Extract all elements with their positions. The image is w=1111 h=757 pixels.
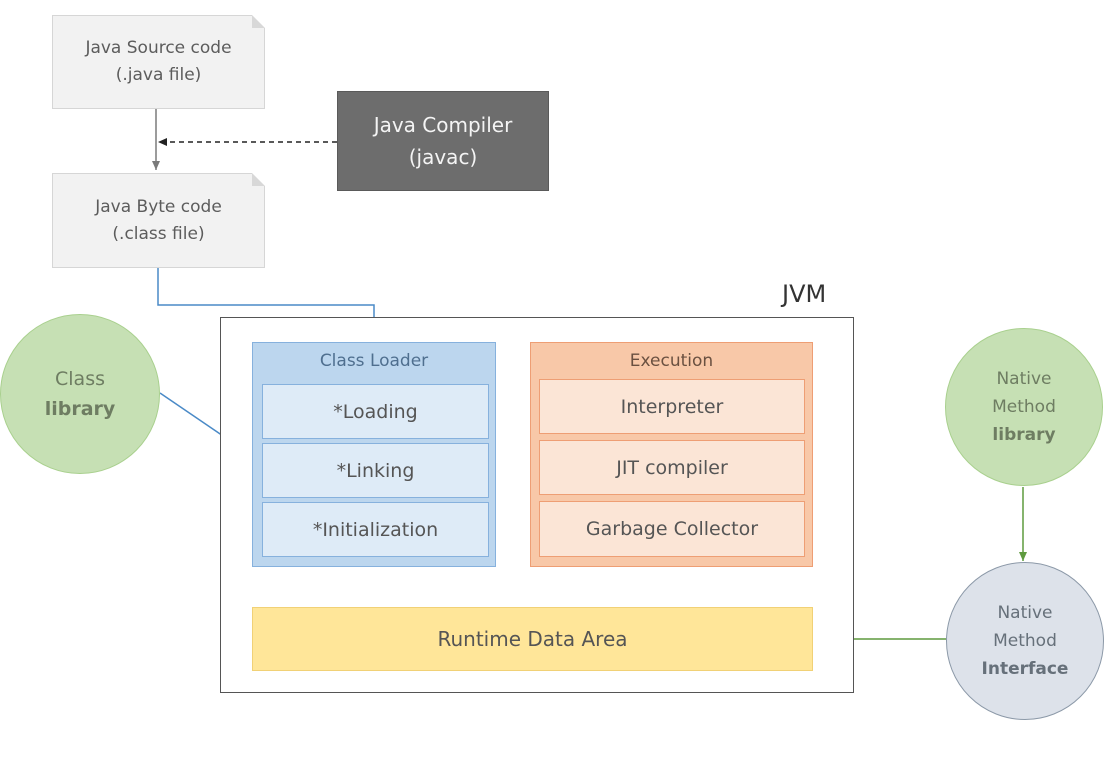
execution-interpreter: Interpreter — [539, 379, 805, 434]
page-fold-icon — [252, 15, 265, 28]
native-method-interface-line1: Native — [997, 603, 1053, 623]
runtime-data-area: Runtime Data Area — [252, 607, 813, 671]
native-method-library-node: Native Method library — [945, 328, 1103, 486]
java-source-code-node: Java Source code (.java file) — [52, 15, 265, 109]
execution-garbage-collector: Garbage Collector — [539, 501, 805, 557]
execution-title: Execution — [629, 351, 714, 371]
class-loader-title: Class Loader — [319, 351, 429, 371]
java-source-code-line2: (.java file) — [115, 65, 202, 85]
java-byte-code-line2: (.class file) — [112, 223, 205, 244]
java-compiler-line1: Java Compiler — [373, 113, 513, 137]
java-byte-code-line1: Java Byte code — [95, 196, 222, 217]
native-method-library-line3: library — [992, 425, 1056, 445]
page-fold-icon — [252, 173, 265, 186]
native-method-library-line1: Native — [996, 369, 1052, 389]
java-compiler-node: Java Compiler (javac) — [337, 91, 549, 191]
class-loader-loading: *Loading — [262, 384, 489, 439]
class-loader-linking: *Linking — [262, 443, 489, 498]
java-source-code-line1: Java Source code — [85, 38, 232, 58]
class-library-node: Class library — [0, 314, 160, 474]
native-method-library-line2: Method — [992, 397, 1056, 417]
jvm-label: JVM — [782, 280, 827, 308]
execution-jit-compiler: JIT compiler — [539, 440, 805, 495]
native-method-interface-line2: Method — [993, 631, 1057, 651]
class-loader-initialization: *Initialization — [262, 502, 489, 557]
native-method-interface-line3: Interface — [981, 659, 1069, 679]
class-library-line1: Class — [55, 368, 105, 390]
class-library-line2: library — [44, 398, 116, 420]
java-byte-code-node: Java Byte code (.class file) — [52, 173, 265, 268]
java-compiler-line2: (javac) — [408, 145, 478, 169]
native-method-interface-node: Native Method Interface — [946, 562, 1104, 720]
